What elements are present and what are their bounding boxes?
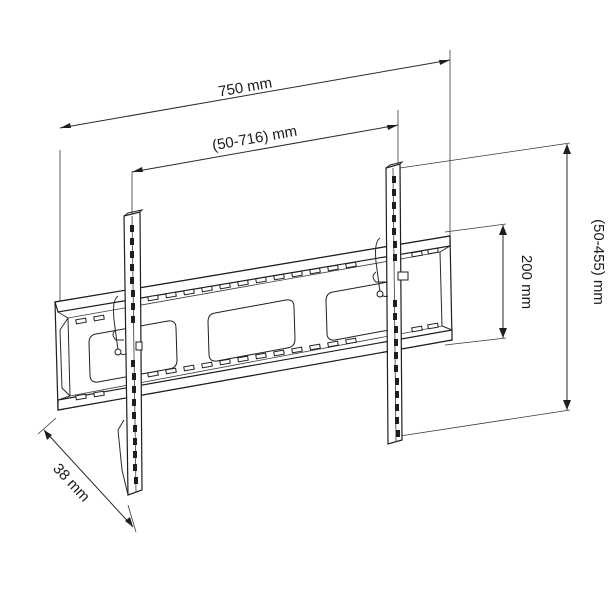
left-bracket-arm [112,209,144,496]
lower-slot-row [75,322,439,401]
right-arm-slots [392,176,400,437]
dimension-overall-width [59,50,451,305]
dimension-rail-height [444,223,507,346]
dimension-vertical-range [399,142,571,437]
label-bracket-spacing: (50-716) mm [211,123,299,155]
cutout-center [207,299,296,362]
left-arm-slots [130,225,138,484]
dimension-depth [37,417,137,533]
label-rail-height: 200 mm [518,255,535,309]
dimension-bracket-spacing [131,110,399,215]
right-bracket-arm [372,161,409,445]
label-depth: 38 mm [49,460,93,505]
label-vertical-range: (50-455) mm [590,219,607,305]
upper-slot-row [75,247,439,325]
label-overall-width: 750 mm [217,74,273,100]
